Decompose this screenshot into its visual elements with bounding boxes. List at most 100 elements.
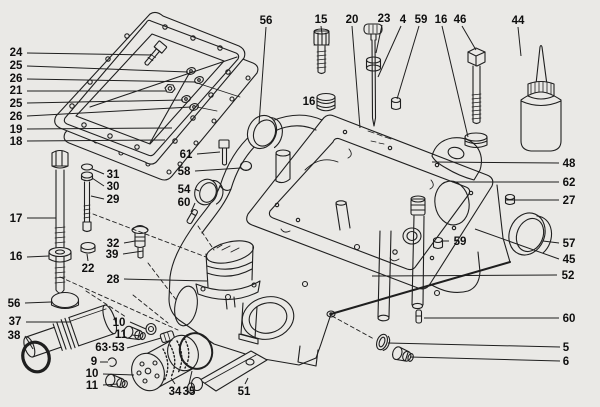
cover-plate [54,11,246,165]
callout-leader-16 [441,25,469,138]
callout-label-54: 54 [178,184,191,196]
oil-bottle [520,44,562,152]
callout-leader-11 [131,334,142,337]
callout-label-35: 35 [183,386,196,398]
callout-leader-16 [26,255,50,258]
cup-56 [246,114,283,150]
callout-leader-11 [102,383,119,386]
pin-60-left [186,209,198,225]
callout-leader-10 [102,373,135,376]
callout-label-18: 18 [10,136,23,148]
callout-leader-39 [122,250,144,255]
callout-label-16: 16 [10,251,23,263]
callout-label-4: 4 [400,14,407,26]
callout-leader-59 [396,25,420,100]
callout-label-10: 10 [113,317,126,329]
callout-label-15: 15 [315,14,328,26]
plug-58 [239,160,253,172]
callout-label-62: 62 [563,177,576,189]
oil-filter-34 [131,334,199,392]
callout-leader-26 [26,78,197,83]
plug-11-b [105,373,128,389]
plug-6 [392,346,414,362]
callout-leader-22 [86,253,89,262]
callout-label-24: 24 [10,47,23,59]
bolt-61 [218,139,230,166]
clip-9 [107,357,117,367]
bolt-46 [467,47,486,125]
callout-leader-26 [26,106,192,117]
callout-leader-46 [461,25,477,51]
callout-label-22: 22 [82,263,95,275]
callout-label-44: 44 [512,15,525,27]
stud-29 [80,163,94,233]
callout-label-31: 31 [107,169,120,181]
callout-label-48: 48 [563,158,576,170]
callout-leader-51 [244,377,249,385]
callout-leader-57 [542,240,560,244]
callout-leader-34 [170,377,176,385]
callout-leader-61 [196,151,221,155]
callout-leader-5 [387,342,561,348]
callout-leader-54 [194,188,200,192]
callout-label-6: 6 [563,356,569,368]
callout-leader-15 [320,25,323,35]
callout-label-9: 9 [91,356,97,368]
dipstick-23 [363,23,383,127]
bolt-15 [313,28,330,75]
callout-leader-24 [26,52,153,56]
callout-label-20: 20 [346,14,359,26]
callout-layer: 2425262125261918171656373831302932392228… [8,13,576,398]
callout-leader-19 [26,127,173,130]
callout-label-11: 11 [115,329,128,341]
tube-plug [410,198,426,216]
callout-leader-45 [474,228,560,260]
callout-leader-56 [24,301,52,304]
callout-label-46: 46 [454,14,467,26]
callout-leader-25 [26,65,189,73]
callout-leader-6 [409,356,561,362]
callout-leader-31 [91,168,105,175]
plug-63-53 [159,330,175,343]
washer-16-left [48,246,72,263]
breather-32 [131,224,149,259]
callout-leader-63·53 [126,337,162,349]
callout-leader-38 [24,335,34,350]
o-ring-35 [178,332,214,370]
callout-label-61: 61 [180,149,193,161]
callout-leader-25 [26,99,184,104]
oil-pump [195,240,261,310]
callout-label-25: 25 [10,98,23,110]
callout-label-32: 32 [107,238,120,250]
callout-label-45: 45 [563,254,576,266]
callout-label-38: 38 [8,330,21,342]
callout-label-56: 56 [260,15,273,27]
callout-label-23: 23 [378,13,391,25]
callout-leader-23 [375,24,383,54]
callout-leader-20 [351,25,361,129]
callout-leader-35 [188,370,193,385]
callout-label-27: 27 [563,195,576,207]
callout-label-39: 39 [106,249,119,261]
bar-51 [186,350,268,394]
callout-leader-10 [129,321,147,330]
callout-label-60: 60 [178,197,191,209]
callout-label-59: 59 [454,236,467,248]
callout-label-29: 29 [107,194,120,206]
callout-label-37: 37 [9,316,22,328]
callout-label-21: 21 [10,85,23,97]
callout-label-59: 59 [415,14,428,26]
callout-label-10: 10 [86,368,99,380]
o-ring-38 [21,340,51,374]
plug-59-top [390,96,402,111]
washer-22 [80,241,96,254]
callout-leader-52 [371,274,558,277]
construction-lines [59,213,375,340]
callout-label-17: 17 [10,213,23,225]
callout-label-28: 28 [107,274,120,286]
callout-leader-29 [90,195,105,200]
callout-leader-18 [26,139,166,142]
callout-label-60: 60 [563,313,576,325]
